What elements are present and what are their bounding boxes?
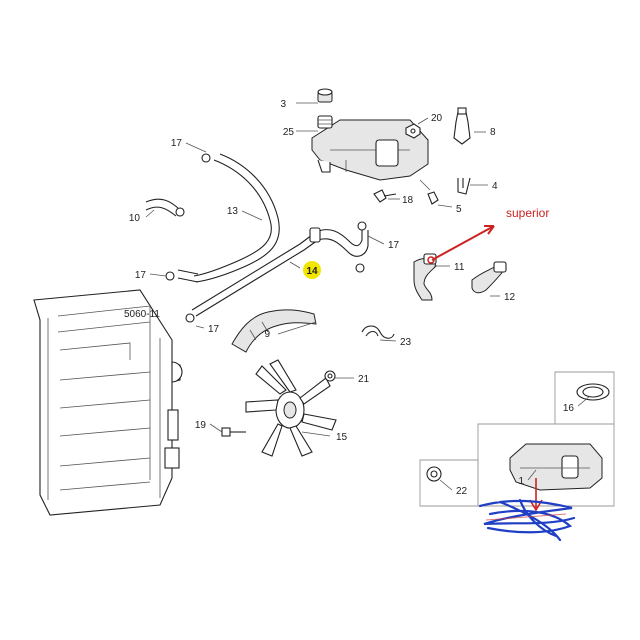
callout-15: 15 [336,432,348,443]
blue-scribble [478,498,576,542]
hex-nut [405,123,421,139]
callout-23: 23 [400,337,412,348]
callout-22: 22 [456,486,468,497]
hose-9 [231,309,317,353]
callout-25: 25 [283,127,295,138]
callout-17-right: 17 [388,240,400,251]
callout-17-bottom: 17 [208,324,220,335]
callout-10: 10 [129,213,141,224]
hose-13 [177,153,280,283]
superior-label: superior [506,206,549,220]
highlight-marker [303,261,321,279]
callout-17-top: 17 [171,138,183,149]
bolt [373,189,397,203]
callout-1: 1 [518,476,524,487]
callout-numbers: 3 25 17 20 8 4 5 18 10 13 17 17 11 12 17… [124,99,574,497]
callout-12: 12 [504,292,516,303]
hose-12 [471,261,507,294]
bolt-19 [221,427,246,437]
cooling-fan [245,359,337,457]
highlight-14: 14 [303,261,321,279]
tank-cap [317,88,333,103]
callout-21: 21 [358,374,370,385]
callout-14: 14 [306,266,318,277]
hose-clamp-17 [165,153,367,323]
nut-21 [324,370,336,382]
reference-5060-11: 5060-11 [124,309,160,320]
inset-box-16 [554,371,615,425]
hose-10 [145,198,185,217]
temperature-sensor [453,107,471,145]
callout-20: 20 [431,113,443,124]
callout-19: 19 [195,420,207,431]
leader-lines [145,102,591,491]
callout-8: 8 [490,127,496,138]
hose-14 [191,227,369,317]
callout-9: 9 [264,329,270,340]
clamp-23 [361,325,395,339]
inset-box-1 [477,423,615,507]
callout-13: 13 [227,206,239,217]
callout-5: 5 [456,204,462,215]
inset-box-22 [419,459,479,507]
expansion-tank [311,119,429,181]
hose-fitting [419,179,439,205]
callout-18: 18 [402,195,414,206]
hose-11 [413,253,437,301]
superior-annotation: superior [427,206,549,512]
spring-clip [457,177,471,195]
radiator-assembly [33,289,183,516]
callout-16: 16 [563,403,575,414]
callout-17-left: 17 [135,270,147,281]
callout-11: 11 [454,262,465,273]
seal-ring [317,115,333,129]
callout-3: 3 [280,99,286,110]
callout-4: 4 [492,181,498,192]
